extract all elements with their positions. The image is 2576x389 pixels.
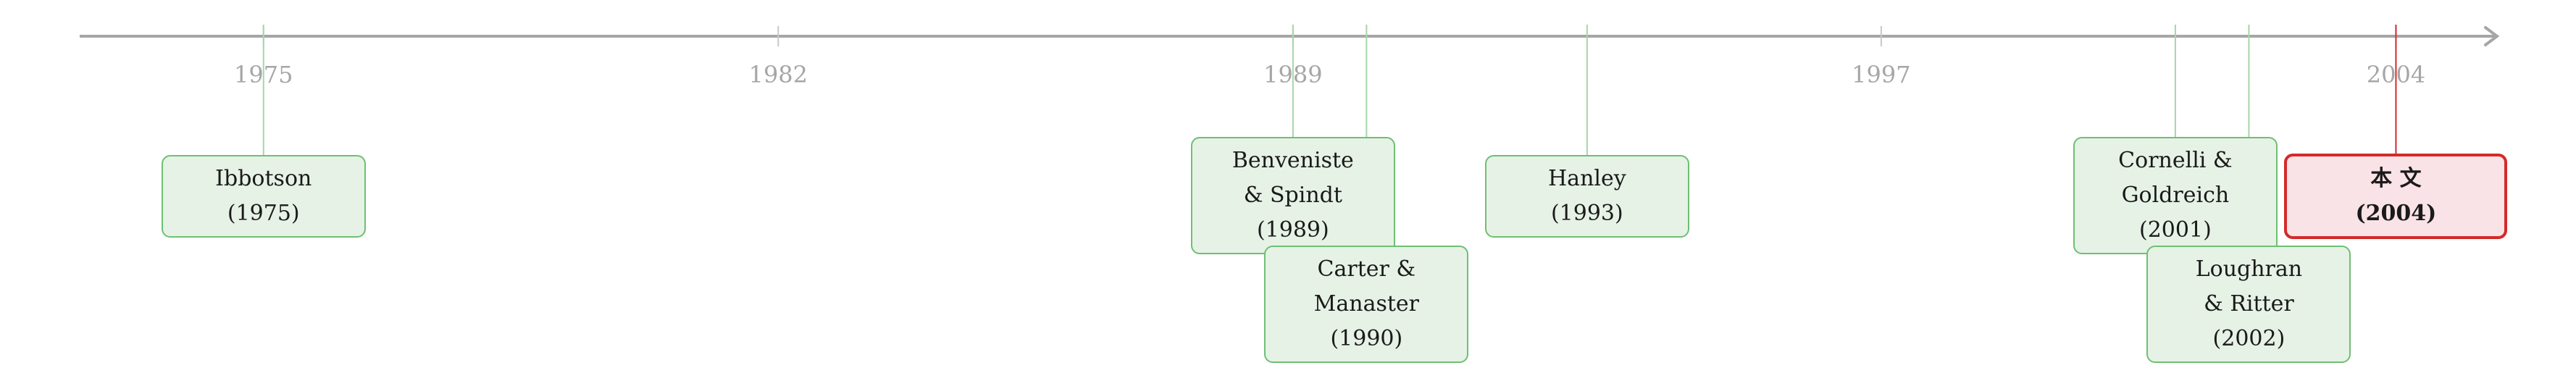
event-card: Cornelli & Goldreich (2001) — [2073, 137, 2278, 254]
tick-label: 1997 — [1852, 61, 1911, 88]
axis-arrow-icon — [2484, 26, 2500, 46]
event-card-line: Manaster — [1313, 291, 1420, 317]
event-card-line: Cornelli & — [2118, 148, 2233, 173]
tick-label: 2004 — [2366, 61, 2426, 88]
event-card: Carter & Manaster (1990) — [1264, 246, 1469, 363]
event-card-line: & Spindt — [1243, 183, 1342, 208]
event-card-line: Carter & — [1317, 256, 1416, 282]
event-card: Loughran & Ritter (2002) — [2146, 246, 2351, 363]
event-card-line: & Ritter — [2204, 291, 2294, 317]
event-card-line: Ibbotson — [215, 166, 312, 191]
event-card-line: (2001) — [2139, 217, 2212, 243]
event-card-line: Hanley — [1548, 166, 1626, 191]
event-card: Hanley (1993) — [1484, 155, 1689, 238]
event-card: Benveniste & Spindt (1989) — [1190, 137, 1395, 254]
event-card-highlight: 本 文 (2004) — [2284, 154, 2508, 239]
event-card-line: (1990) — [1330, 326, 1403, 351]
tick-label: 1982 — [748, 61, 808, 88]
event-card-line: (1989) — [1256, 217, 1329, 243]
event-card-line: (2002) — [2212, 326, 2286, 351]
event-card-line: (2004) — [2355, 201, 2437, 226]
tick-label: 1989 — [1263, 61, 1323, 88]
event-card-line: (1975) — [227, 201, 300, 226]
event-card: Ibbotson (1975) — [161, 155, 366, 238]
event-card-line: (1993) — [1550, 201, 1623, 226]
event-card-line: 本 文 — [2370, 166, 2422, 191]
event-card-line: Loughran — [2195, 256, 2303, 282]
tick-label: 1975 — [234, 61, 293, 88]
event-card-line: Goldreich — [2121, 183, 2230, 208]
event-card-line: Benveniste — [1231, 148, 1354, 173]
